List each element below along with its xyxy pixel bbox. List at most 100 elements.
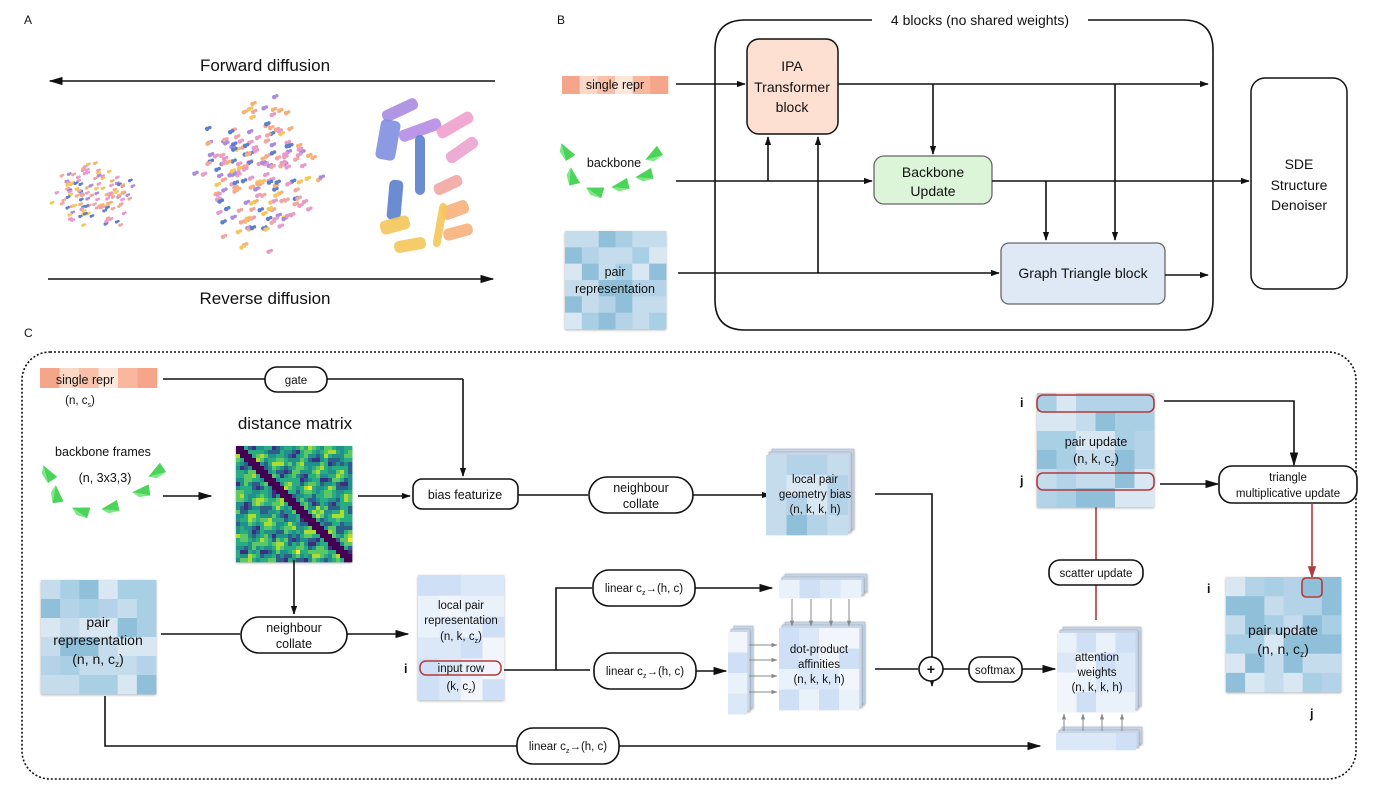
distance-cell xyxy=(328,558,333,563)
distance-cell xyxy=(324,514,329,519)
distance-cell xyxy=(244,542,249,547)
residue-dot xyxy=(285,151,289,156)
distance-cell xyxy=(340,458,345,463)
residue-dot xyxy=(288,212,292,217)
distance-cell xyxy=(348,482,353,487)
distance-cell xyxy=(316,554,321,559)
distance-cell xyxy=(252,538,257,543)
distance-cell xyxy=(244,522,249,527)
distance-cell xyxy=(296,550,301,555)
local-pair-cell xyxy=(461,616,483,638)
row-j-highlight[interactable] xyxy=(1036,472,1155,491)
residue-dot xyxy=(269,248,274,253)
distance-cell xyxy=(240,482,245,487)
distance-cell xyxy=(340,542,345,547)
geom-cell xyxy=(766,495,787,516)
distance-cell xyxy=(280,466,285,471)
residue-dot xyxy=(232,168,237,172)
distance-cell xyxy=(252,486,257,491)
distance-cell xyxy=(276,450,281,455)
residue-dot xyxy=(292,178,297,183)
distance-cell xyxy=(312,450,317,455)
pu-local-index-i: i xyxy=(1020,396,1023,410)
pu-local-cell xyxy=(1076,412,1096,432)
distance-cell xyxy=(328,474,333,479)
residue-dot xyxy=(255,198,259,203)
distance-cell xyxy=(344,506,349,511)
local-pair-representation: local pair representation (n, k, cz) inp… xyxy=(404,575,505,701)
sde-structure-denoiser[interactable]: SDE Structure Denoiser xyxy=(1250,77,1348,290)
graph-triangle-block[interactable]: Graph Triangle block xyxy=(1000,242,1166,305)
triangle-multiplicative-update-node[interactable]: triangle multiplicative update xyxy=(1218,465,1358,504)
distance-cell xyxy=(244,470,249,475)
distance-cell xyxy=(304,526,309,531)
residue-dot xyxy=(250,139,254,144)
distance-cell xyxy=(240,498,245,503)
distance-cell xyxy=(240,450,245,455)
value-cell xyxy=(1116,733,1137,751)
b-pair-cell xyxy=(598,280,616,297)
ipa-transformer-block[interactable]: IPA Transformer block xyxy=(746,38,839,135)
residue-dot xyxy=(119,193,122,196)
distance-cell xyxy=(296,450,301,455)
single-repr-cell xyxy=(137,368,158,388)
distance-cell xyxy=(312,470,317,475)
residue-dot xyxy=(252,215,257,219)
linear-node-middle[interactable]: linear cz→(h, c) xyxy=(593,652,697,690)
distance-cell xyxy=(272,514,277,519)
pu-full-cell xyxy=(1226,653,1246,674)
distance-cell xyxy=(300,518,305,523)
backbone-update-block[interactable]: Backbone Update xyxy=(873,155,993,205)
distance-cell xyxy=(280,510,285,515)
distance-cell xyxy=(296,466,301,471)
residue-dot xyxy=(70,192,73,196)
distance-cell xyxy=(332,482,337,487)
distance-cell xyxy=(296,526,301,531)
distance-cell xyxy=(288,530,293,535)
gate-node[interactable]: gate xyxy=(264,366,328,393)
distance-cell xyxy=(244,558,249,563)
pu-full-cell xyxy=(1264,577,1284,597)
distance-cell xyxy=(344,454,349,459)
neighbour-collate-bottom[interactable]: neighbour collate xyxy=(240,616,348,654)
bias-featurize-node[interactable]: bias featurize xyxy=(412,478,519,510)
linear-node-bottom[interactable]: linear cz→(h, c) xyxy=(516,727,620,765)
distance-cell xyxy=(296,542,301,547)
distance-cell xyxy=(284,542,289,547)
pu-local-cell xyxy=(1095,431,1116,451)
row-i-highlight[interactable] xyxy=(1036,394,1155,413)
distance-cell xyxy=(348,530,353,535)
distance-cell xyxy=(316,474,321,479)
geom-cell xyxy=(766,515,787,536)
distance-cell xyxy=(304,498,309,503)
distance-cell xyxy=(240,478,245,483)
scatter-update-node[interactable]: scatter update xyxy=(1048,559,1144,586)
distance-cell xyxy=(304,474,309,479)
distance-cell xyxy=(336,446,341,451)
backbone-input: backbone xyxy=(559,143,664,199)
residue-dot xyxy=(113,195,116,198)
distance-cell xyxy=(320,558,325,563)
neighbour-collate-top[interactable]: neighbour collate xyxy=(588,476,694,514)
cell-ij-highlight[interactable] xyxy=(1301,577,1323,598)
distance-cell xyxy=(256,502,261,507)
distance-cell xyxy=(344,482,349,487)
linear-node-top[interactable]: linear cz→(h, c) xyxy=(592,569,696,607)
geom-cell xyxy=(807,475,828,496)
distance-cell xyxy=(336,506,341,511)
distance-cell xyxy=(292,546,297,551)
local-pair-cell xyxy=(439,575,462,597)
distance-cell xyxy=(252,498,257,503)
residue-dot xyxy=(218,191,222,196)
input-row-highlight[interactable] xyxy=(419,660,502,676)
distance-cell xyxy=(308,542,313,547)
distance-cell xyxy=(280,458,285,463)
distance-cell xyxy=(300,486,305,491)
softmax-node[interactable]: softmax xyxy=(968,656,1023,683)
residue-dot xyxy=(254,144,259,149)
distance-cell xyxy=(248,514,253,519)
residue-dot xyxy=(120,223,124,226)
distance-cell xyxy=(236,550,241,555)
pu-local-cell xyxy=(1056,469,1077,489)
distance-cell xyxy=(336,458,341,463)
